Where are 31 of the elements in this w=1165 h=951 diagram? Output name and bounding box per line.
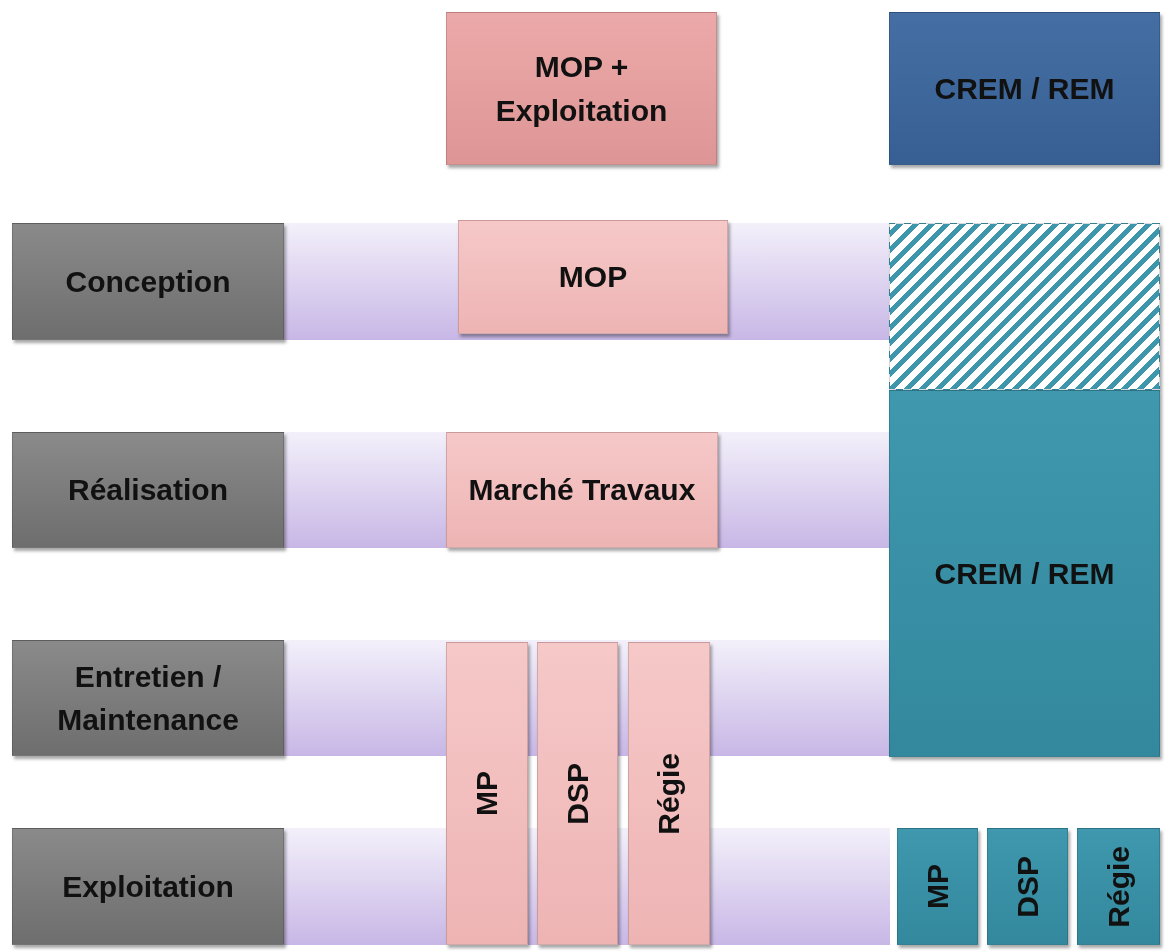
contract-box	[446, 432, 718, 548]
contract-box	[537, 642, 618, 945]
node-label: DSP	[1009, 855, 1045, 918]
phase-box	[12, 223, 284, 340]
node-label: MP	[469, 771, 505, 816]
node-label: Conception	[65, 263, 231, 300]
contract-box	[987, 828, 1068, 945]
node-label: CREM / REM	[934, 555, 1115, 592]
node-label: Marché Travaux	[468, 472, 696, 509]
node-label: Exploitation	[62, 868, 234, 905]
node-label: MP	[919, 864, 955, 909]
node-label: Régie	[651, 752, 687, 835]
contract-box	[458, 220, 728, 334]
node-label: MOP + Exploitation	[494, 49, 669, 129]
contract-box	[628, 642, 710, 945]
contract-box	[1077, 828, 1160, 945]
phase-box	[12, 828, 284, 945]
contract-box	[889, 390, 1160, 757]
node-label: Entretien / Maintenance	[56, 658, 240, 738]
node-label: CREM / REM	[934, 70, 1115, 107]
contract-box	[446, 642, 528, 945]
node-label: DSP	[559, 762, 595, 825]
phase-box	[12, 640, 284, 756]
contract-box	[897, 828, 978, 945]
header-box	[889, 12, 1160, 165]
hatched-box	[889, 223, 1160, 390]
node-label: MOP	[558, 259, 628, 296]
phase-box	[12, 432, 284, 548]
header-box	[446, 12, 717, 165]
node-label: Régie	[1100, 845, 1136, 928]
node-label: Réalisation	[67, 472, 229, 509]
